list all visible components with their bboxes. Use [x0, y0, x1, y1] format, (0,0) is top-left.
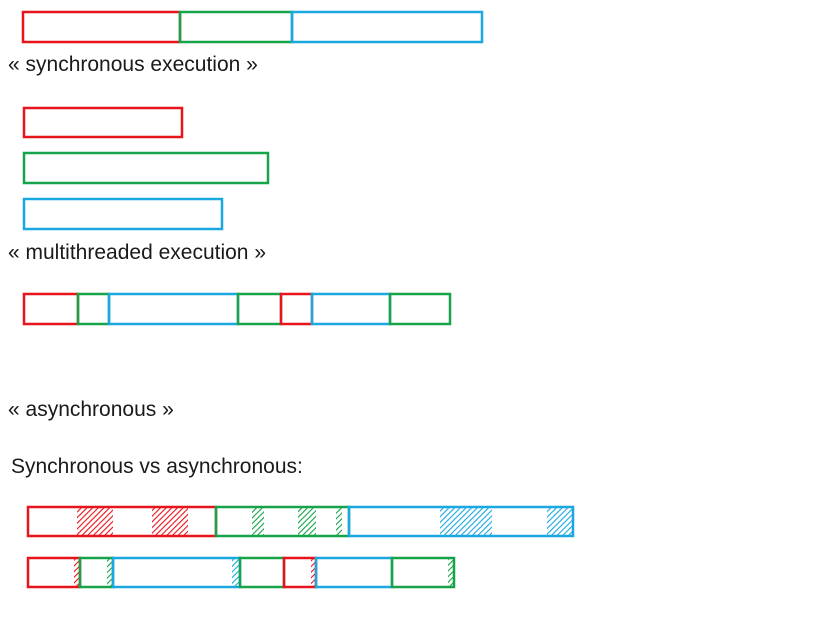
compare-sync-blue [347, 505, 575, 538]
async-seg-red-1 [22, 292, 80, 326]
async-seg-green-2 [236, 292, 283, 326]
wait-green-1 [252, 507, 264, 536]
compare-async-green-2 [238, 556, 286, 589]
compare-async-blue-1 [111, 556, 242, 589]
comparison-label: Synchronous vs asynchronous: [11, 455, 303, 478]
async-wait-green-1 [107, 558, 113, 587]
async-wait-red-1 [74, 558, 80, 587]
wait-blue-2 [547, 507, 573, 536]
thread-task-red [22, 106, 184, 139]
sync-task-green [178, 10, 294, 44]
thread-task-green [22, 151, 270, 185]
async-wait-green-2 [448, 558, 454, 587]
async-seg-red-2 [279, 292, 314, 326]
sync-timeline [21, 10, 484, 44]
wait-green-2 [298, 507, 316, 536]
async-wait-blue-1 [232, 558, 240, 587]
multithreaded-label: « multithreaded execution » [8, 241, 266, 264]
sync-task-blue [290, 10, 484, 44]
compare-async-timeline [26, 556, 456, 589]
compare-async-blue-2 [314, 556, 394, 589]
multithreaded-timeline [22, 106, 270, 231]
asynchronous-label: « asynchronous » [8, 398, 174, 421]
async-seg-green-3 [388, 292, 452, 326]
wait-red-2 [152, 507, 188, 536]
synchronous-label: « synchronous execution » [8, 53, 258, 76]
async-seg-blue-2 [310, 292, 392, 326]
wait-blue-1 [440, 507, 492, 536]
async-timeline [22, 292, 452, 326]
compare-async-red-1 [26, 556, 82, 589]
wait-green-3 [336, 507, 342, 536]
async-wait-red-2 [311, 558, 316, 587]
wait-red-1 [77, 507, 113, 536]
async-seg-blue-1 [107, 292, 240, 326]
compare-sync-green [214, 505, 351, 538]
async-seg-green-1 [76, 292, 111, 326]
compare-sync-timeline [26, 505, 575, 538]
compare-async-green-3 [390, 556, 456, 589]
sync-task-red [21, 10, 182, 44]
thread-task-blue [22, 197, 224, 231]
